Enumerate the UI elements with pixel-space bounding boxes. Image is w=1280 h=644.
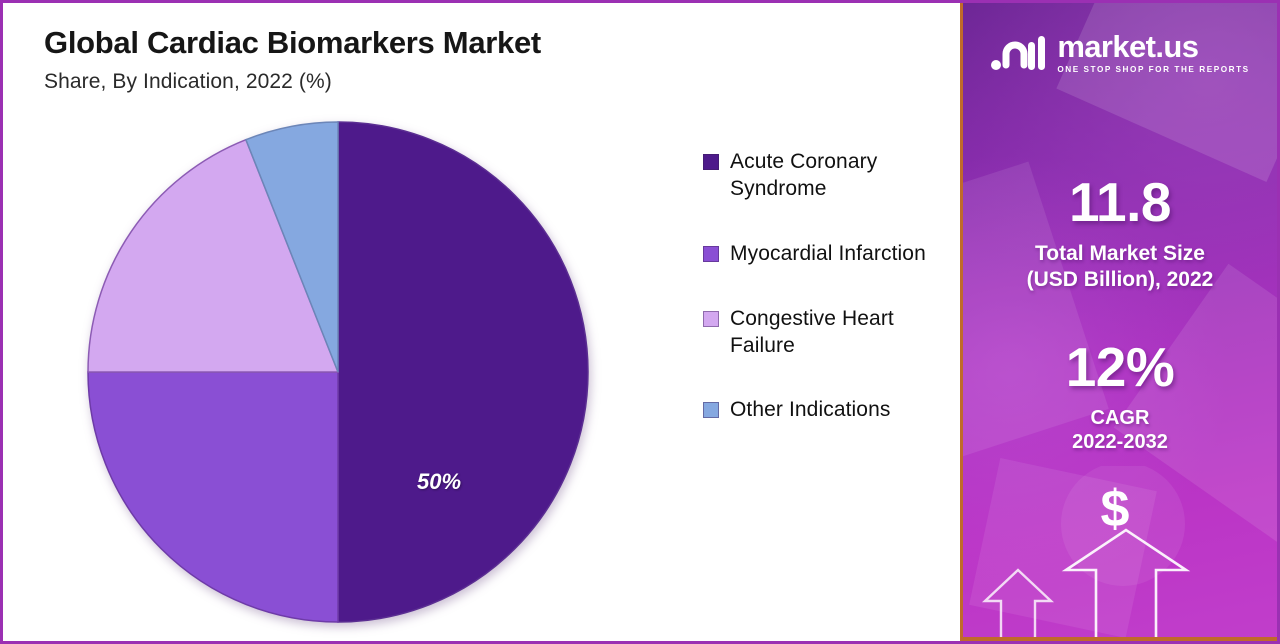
stat-caption-line: Total Market Size bbox=[1035, 242, 1205, 265]
legend-label: Congestive Heart Failure bbox=[730, 306, 894, 357]
dollar-sign-icon: $ bbox=[1101, 480, 1130, 538]
legend-item-myocardial-infarction[interactable]: Myocardial Infarction bbox=[703, 241, 953, 268]
chart-panel: Global Cardiac Biomarkers Market Share, … bbox=[3, 3, 960, 641]
legend-item-other-indications[interactable]: Other Indications bbox=[703, 397, 953, 424]
stat-total-market-size: 11.8 Total Market Size (USD Billion), 20… bbox=[963, 175, 1277, 292]
legend-label: Myocardial Infarction bbox=[730, 241, 926, 265]
legend-swatch-icon bbox=[703, 402, 719, 419]
stat-cagr: 12% CAGR 2022-2032 bbox=[963, 340, 1277, 455]
stat-value: 12% bbox=[1065, 336, 1175, 398]
pie-slice-acute-coronary-syndrome[interactable] bbox=[337, 121, 589, 623]
legend: Acute Coronary Syndrome Myocardial Infar… bbox=[703, 149, 953, 462]
brand-logo[interactable]: market.us ONE STOP SHOP FOR THE REPORTS bbox=[963, 31, 1277, 74]
up-arrow-outline-icon bbox=[1061, 528, 1191, 641]
logo-text: market.us ONE STOP SHOP FOR THE REPORTS bbox=[1057, 31, 1249, 74]
logo-tagline: ONE STOP SHOP FOR THE REPORTS bbox=[1057, 65, 1250, 74]
stat-caption: CAGR 2022-2032 bbox=[963, 406, 1277, 455]
legend-swatch-icon bbox=[703, 154, 719, 170]
stat-caption-line: CAGR bbox=[1090, 407, 1150, 429]
growth-arrows-graphic: $ bbox=[981, 466, 1191, 641]
pie-slice-myocardial-infarction[interactable] bbox=[87, 371, 339, 623]
pie-chart: 50% bbox=[87, 121, 589, 623]
legend-swatch-icon bbox=[703, 310, 719, 327]
stat-caption: Total Market Size (USD Billion), 2022 bbox=[963, 241, 1277, 292]
stat-value: 11.8 bbox=[1068, 171, 1172, 233]
title-block: Global Cardiac Biomarkers Market Share, … bbox=[44, 25, 541, 94]
page-title: Global Cardiac Biomarkers Market bbox=[44, 25, 541, 60]
stat-caption-line: 2022-2032 bbox=[1072, 431, 1168, 454]
legend-swatch-icon bbox=[703, 245, 719, 262]
logo-wordmark: market.us bbox=[1057, 29, 1199, 64]
up-arrow-outline-icon bbox=[981, 568, 1055, 641]
pie-slice-congestive-heart-failure[interactable] bbox=[87, 138, 340, 373]
sidebar-accent-rule bbox=[963, 637, 1277, 641]
legend-label: Other Indications bbox=[730, 398, 891, 422]
brand-sidebar: market.us ONE STOP SHOP FOR THE REPORTS … bbox=[960, 3, 1277, 641]
pie-slice-other-indications[interactable] bbox=[244, 121, 339, 373]
legend-item-acute-coronary-syndrome[interactable]: Acute Coronary Syndrome bbox=[703, 149, 953, 203]
market-us-bars-icon bbox=[991, 35, 1046, 70]
legend-item-congestive-heart-failure[interactable]: Congestive Heart Failure bbox=[703, 306, 953, 360]
stat-caption-line: (USD Billion), 2022 bbox=[1026, 267, 1214, 291]
decorative-facet bbox=[969, 458, 1157, 638]
legend-label: Acute Coronary Syndrome bbox=[730, 150, 878, 200]
pie-chart-svg bbox=[87, 121, 589, 623]
page-subtitle: Share, By Indication, 2022 (%) bbox=[44, 70, 332, 93]
